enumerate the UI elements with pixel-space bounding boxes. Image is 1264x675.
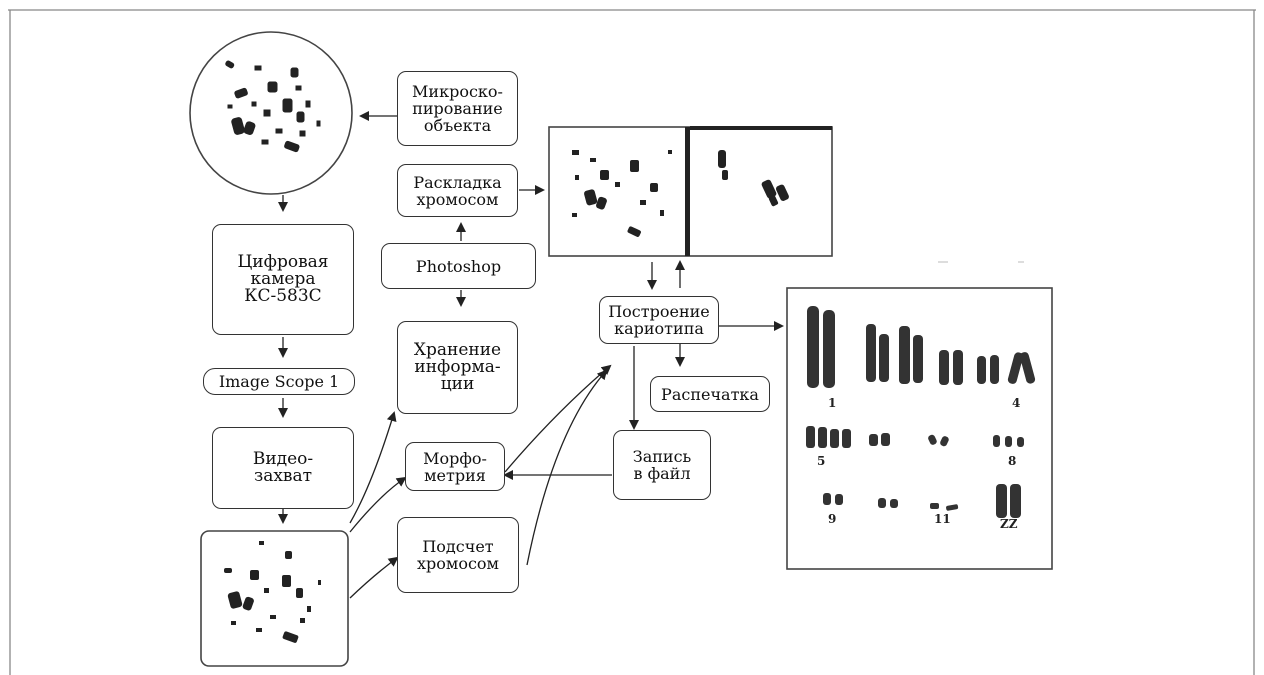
- karyotype-label-4: 4: [1012, 396, 1021, 410]
- connectors: [278, 111, 784, 599]
- karyotype-label-11: 11: [934, 512, 951, 526]
- karyotype-label-5: 5: [817, 454, 826, 468]
- metaphase-circle-image: [189, 31, 353, 195]
- chromosome-layout-image: [548, 126, 833, 257]
- karyotype-label-9: 9: [828, 512, 837, 526]
- karyotype-label-1: 1: [828, 396, 837, 410]
- figure-border: [8, 9, 1256, 675]
- karyotype-label-8: 8: [1008, 454, 1017, 468]
- karyotype-label-zz: ZZ: [1000, 517, 1018, 531]
- node-raskladka: Раскладка хромосом: [397, 164, 518, 217]
- node-mikroskopirovanie: Микроско- пирование объекта: [397, 71, 518, 146]
- node-postroenie: Построение кариотипа: [599, 296, 719, 344]
- node-morfometriya: Морфо- метрия: [405, 442, 505, 491]
- node-raspechatka: Распечатка: [650, 376, 770, 412]
- metaphase-panel-bottom-left: [200, 530, 349, 667]
- node-videozakhvat: Видео- захват: [212, 427, 354, 509]
- karyotype-panel: [786, 287, 1053, 570]
- node-photoshop: Photoshop: [381, 243, 536, 289]
- node-image-scope: Image Scope 1: [203, 368, 355, 395]
- node-podschet: Подсчет хромосом: [397, 517, 519, 593]
- node-zapis: Запись в файл: [613, 430, 711, 500]
- node-tsifrovaya-kamera: Цифровая камера КС-583С: [212, 224, 354, 335]
- node-khranenie: Хранение информа- ции: [397, 321, 518, 414]
